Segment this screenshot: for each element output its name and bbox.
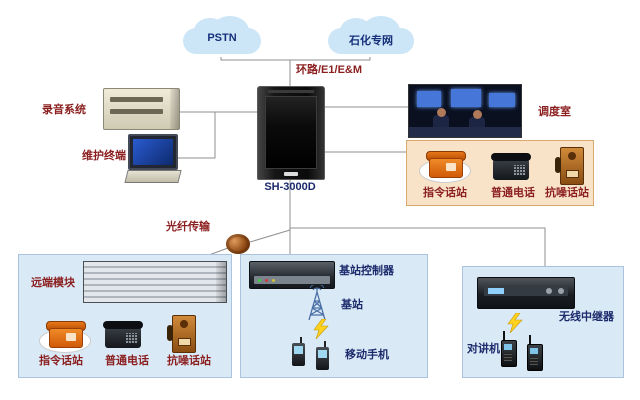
radio-link-lightning-icon [313, 319, 329, 339]
mobile-phone-icon [291, 337, 306, 367]
status-led [265, 279, 268, 282]
cloud-body [183, 28, 261, 54]
private-network-cloud: 石化专网 [328, 16, 414, 58]
phone-speaker [180, 320, 188, 328]
fiber-transmission-label: 光纤传输 [166, 221, 210, 233]
base-station-tower-icon [308, 285, 326, 321]
phone-handset [491, 153, 531, 161]
phone-antenna [300, 337, 302, 344]
noise-proof-phone-icon [167, 315, 196, 353]
dispatch-room-label: 调度室 [538, 106, 571, 118]
command-station-label: 指令话站 [39, 355, 83, 367]
trunk-line-label: 环路/E1/E&M [296, 64, 363, 76]
operator-head [473, 110, 482, 119]
console-screen [451, 89, 481, 107]
server-shading [170, 89, 179, 129]
radio-screen [504, 344, 512, 350]
phone-handset [167, 325, 173, 341]
walkie-talkie-icon [527, 335, 543, 371]
mobile-phone-icon [315, 341, 330, 371]
repeater-faceplate [484, 286, 568, 296]
noise-proof-phone-icon [555, 147, 584, 185]
desk-telephone-icon [103, 321, 143, 349]
cabinet-vent [268, 90, 314, 93]
command-phone-icon [419, 147, 471, 183]
dispatch-room-photo [408, 84, 522, 138]
phone-screen [318, 350, 327, 358]
recording-system-device [103, 88, 180, 130]
desk-telephone-icon [491, 153, 531, 181]
private-network-cloud-label: 石化专网 [349, 35, 393, 47]
phone-plate [566, 170, 579, 178]
phone-handset [103, 321, 143, 329]
sh3000d-cabinet [257, 86, 325, 180]
base-station-controller-label: 基站控制器 [339, 265, 394, 277]
phone-dial [66, 333, 76, 341]
radio-link-lightning-icon [507, 313, 523, 333]
phone-plate [178, 338, 191, 346]
wireless-relay-panel: 无线中继器 对讲机 [462, 266, 624, 378]
station-panel: 指令话站 普通电话 抗噪话站 [406, 140, 594, 206]
repeater-knob [558, 288, 564, 294]
remote-module-rack [83, 261, 227, 303]
cabinet-door [265, 96, 317, 169]
noise-proof-station-label: 抗噪话站 [167, 355, 211, 367]
remote-module-panel: 远端模块 指令话站 普通电话 抗噪话站 [18, 254, 232, 378]
wireless-repeater-device [477, 277, 575, 309]
console-screen [489, 93, 515, 107]
maintenance-terminal-keyboard [124, 170, 182, 183]
ordinary-phone-label: 普通电话 [105, 355, 149, 367]
recording-system-label: 录音系统 [42, 104, 86, 116]
server-slot [110, 109, 163, 114]
cloud-body [328, 28, 414, 54]
radio-screen [530, 348, 538, 354]
rack-shading [216, 262, 226, 302]
radio-keypad [504, 353, 512, 361]
phone-keypad [514, 165, 526, 175]
repeater-knob [546, 288, 552, 294]
remote-module-label: 远端模块 [31, 277, 75, 289]
command-station-label: 指令话站 [423, 187, 467, 199]
pstn-cloud: PSTN [183, 16, 261, 58]
phone-antenna [324, 341, 326, 348]
radio-antenna [503, 331, 505, 341]
base-station-panel: 基站控制器 基站 移动手机 [240, 254, 428, 378]
server-slot [110, 97, 163, 102]
status-led [272, 279, 275, 282]
cabinet-badge [284, 172, 298, 176]
operator-silhouette [469, 117, 485, 129]
phone-speaker [568, 152, 576, 160]
wireless-repeater-label: 无线中继器 [559, 311, 614, 323]
radio-keypad [530, 357, 538, 365]
fiber-coil-icon [226, 234, 250, 254]
monitor-screen [133, 139, 173, 165]
walkie-talkie-icon [501, 331, 517, 367]
radio-antenna [529, 335, 531, 345]
phone-dial [446, 163, 456, 171]
repeater-display [488, 288, 504, 294]
operator-head [437, 108, 446, 117]
intercom-label: 对讲机 [467, 343, 500, 355]
maintenance-terminal-label: 维护终端 [82, 150, 126, 162]
pstn-cloud-label: PSTN [207, 32, 237, 44]
controller-faceplate [254, 276, 330, 284]
phone-screen [294, 346, 303, 354]
operator-silhouette [433, 115, 449, 127]
phone-handset [555, 157, 561, 173]
maintenance-terminal-monitor [128, 134, 178, 170]
command-phone-icon [39, 317, 91, 353]
base-station-label: 基站 [341, 299, 363, 311]
cabinet-model-label: SH-3000D [264, 181, 316, 193]
phone-keypad [126, 333, 138, 343]
mobile-phone-label: 移动手机 [345, 349, 389, 361]
console-screen [417, 91, 441, 107]
status-led [258, 279, 261, 282]
ordinary-phone-label: 普通电话 [491, 187, 535, 199]
console-desk [409, 127, 521, 137]
noise-proof-station-label: 抗噪话站 [545, 187, 589, 199]
